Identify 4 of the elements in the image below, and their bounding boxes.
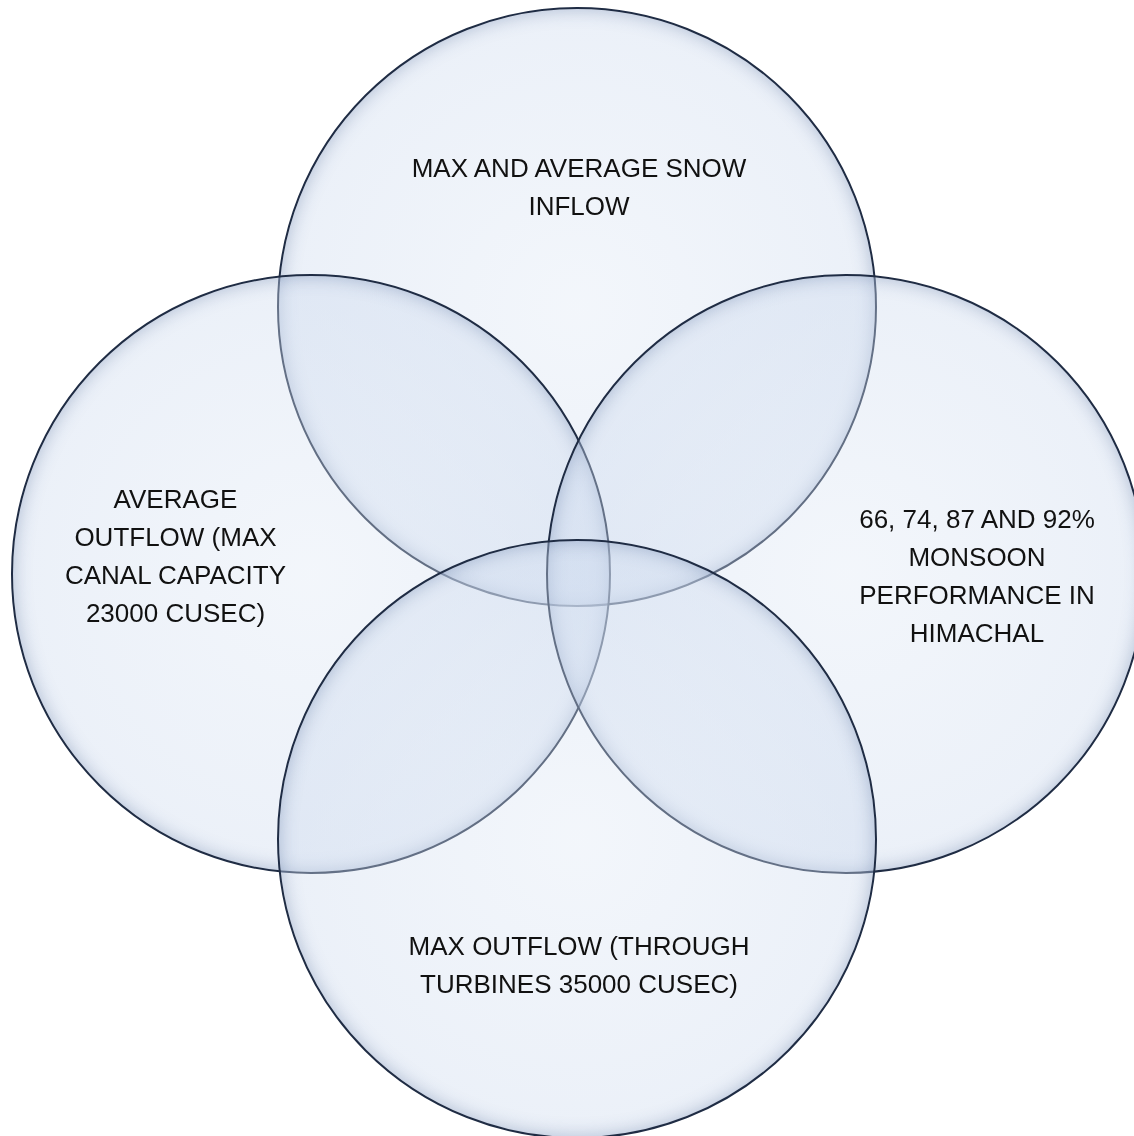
circle-label: MAX OUTFLOW (THROUGH TURBINES 35000 CUSEC) bbox=[407, 930, 751, 1001]
circle-label: MAX AND AVERAGE SNOW INFLOW bbox=[410, 152, 748, 223]
circle-label: 66, 74, 87 AND 92% MONSOON PERFORMANCE IN HIMACHAL bbox=[858, 503, 1096, 650]
circle-label: AVERAGE OUTFLOW (MAX CANAL CAPACITY 23000 CUSEC) bbox=[63, 483, 288, 630]
